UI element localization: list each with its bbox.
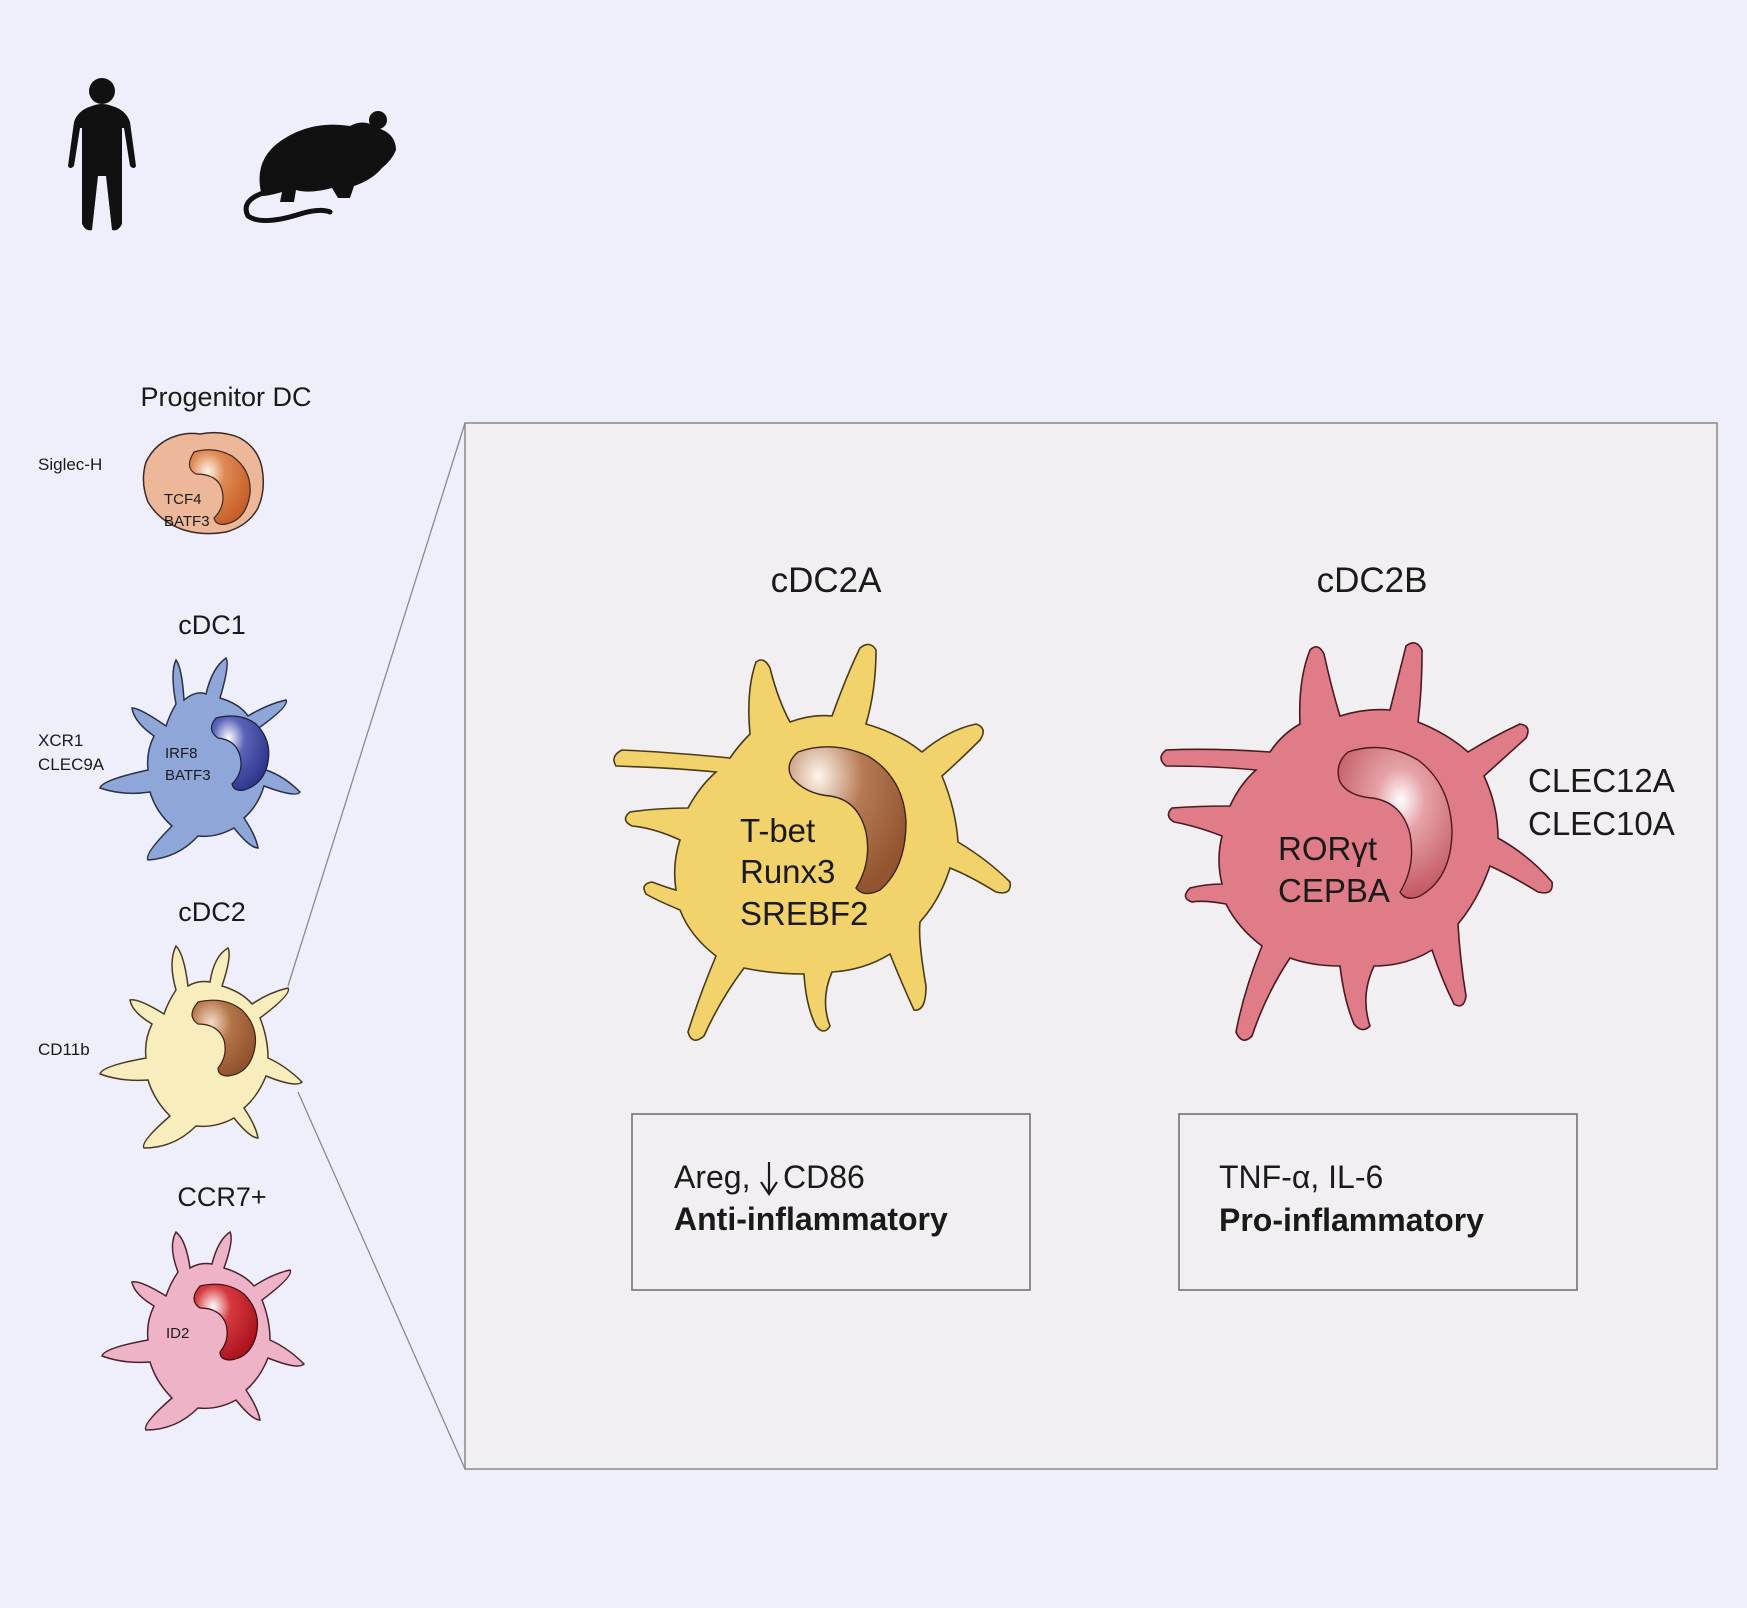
cdc2b-function-label: Pro-inflammatory — [1219, 1202, 1484, 1238]
cdc2a-function-box: Areg, CD86 Anti-inflammatory — [631, 1113, 1031, 1291]
ccr7-title: CCR7+ — [177, 1182, 266, 1212]
cdc2-marker: CD11b — [38, 1040, 90, 1059]
cdc1-marker-1: XCR1 — [38, 731, 83, 750]
cdc2a-title: cDC2A — [771, 561, 883, 600]
cdc2-cell — [99, 944, 304, 1149]
cdc2a-tf-3: SREBF2 — [740, 895, 868, 932]
mouse-silhouette-icon — [243, 111, 396, 223]
zoom-connector-bottom — [297, 1091, 466, 1470]
cdc2a-cell — [613, 643, 1012, 1041]
progenitor-title: Progenitor DC — [140, 382, 311, 412]
ccr7-cell — [101, 1230, 306, 1431]
cdc2a-function-secretion: Areg, — [674, 1159, 750, 1195]
cdc2a-function-label: Anti-inflammatory — [674, 1201, 948, 1237]
human-silhouette-icon — [68, 78, 136, 231]
zoom-panel — [464, 422, 1718, 1470]
progenitor-tf-1: TCF4 — [164, 491, 202, 508]
cdc2-title: cDC2 — [178, 897, 246, 927]
cdc2b-tf-2: CEPBA — [1278, 872, 1390, 909]
cdc2b-title: cDC2B — [1317, 561, 1428, 600]
cdc2a-tf-2: Runx3 — [740, 853, 835, 890]
cdc2b-marker-1: CLEC12A — [1528, 762, 1675, 799]
cdc1-marker-2: CLEC9A — [38, 755, 105, 774]
progenitor-dc-cell — [142, 431, 265, 535]
cdc1-tf-1: IRF8 — [165, 745, 198, 762]
cdc2b-function-secretion: TNF-α, IL-6 — [1219, 1159, 1383, 1195]
cdc2a-function-marker: CD86 — [783, 1159, 865, 1195]
cdc2b-function-box: TNF-α, IL-6 Pro-inflammatory — [1178, 1113, 1578, 1291]
cdc1-tf-2: BATF3 — [165, 767, 211, 784]
cdc2a-tf-1: T-bet — [740, 812, 815, 849]
cdc2b-cell — [1160, 642, 1554, 1041]
ccr7-tf-1: ID2 — [166, 1325, 189, 1342]
progenitor-tf-2: BATF3 — [164, 513, 210, 530]
cdc2b-marker-2: CLEC10A — [1528, 805, 1675, 842]
cdc2b-tf-1: RORγt — [1278, 830, 1377, 867]
cdc1-title: cDC1 — [178, 610, 246, 640]
progenitor-marker: Siglec-H — [38, 455, 102, 474]
zoom-connector-top — [287, 422, 466, 987]
down-arrow-icon — [760, 1162, 778, 1196]
cdc1-cell — [99, 656, 301, 861]
